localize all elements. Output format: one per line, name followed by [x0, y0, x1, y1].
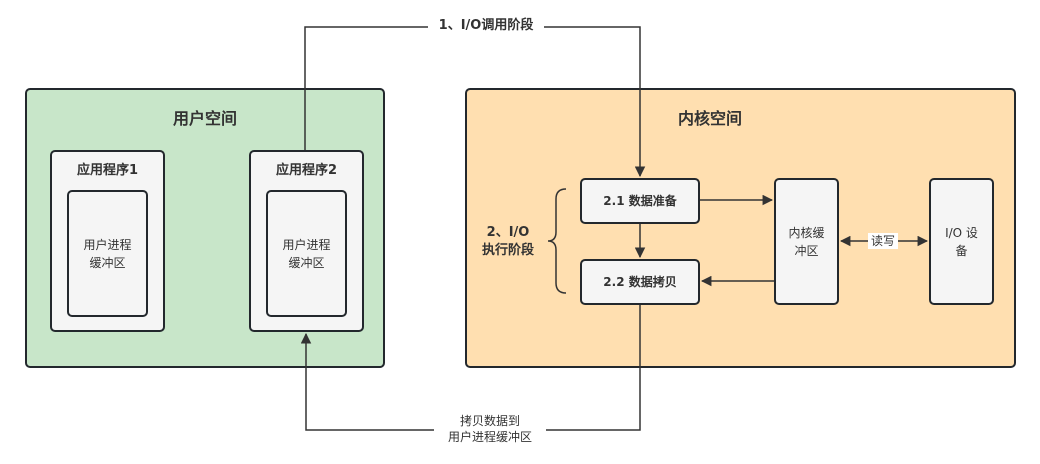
step-data-copy-label: 2.2 数据拷贝	[603, 275, 677, 289]
io-call-label: 1、I/O调用阶段	[428, 18, 544, 34]
step-data-prepare: 2.1 数据准备	[580, 178, 700, 224]
kernel-buffer-label: 内核缓 冲区	[788, 225, 825, 258]
step-data-copy: 2.2 数据拷贝	[580, 259, 700, 305]
app-2-buffer-label: 用户进程 缓冲区	[282, 237, 331, 270]
kernel-space-title: 内核空间	[677, 109, 742, 128]
io-device: I/O 设 备	[929, 178, 994, 305]
read-write-label: 读写	[868, 233, 898, 249]
copy-back-label: 拷贝数据到 用户进程缓冲区	[447, 414, 532, 444]
copy-back-arrow	[300, 305, 641, 431]
copy-back-label-mask	[434, 425, 546, 435]
exec-phase-brace	[547, 188, 567, 294]
io-device-label: I/O 设 备	[945, 225, 978, 258]
io-call-arrow	[304, 26, 646, 178]
step-data-prepare-label: 2.1 数据准备	[603, 194, 677, 208]
exec-phase-label: 2、I/O 执行阶段	[481, 225, 534, 258]
app-1-title: 应用程序1	[76, 163, 139, 178]
kernel-space-region	[465, 88, 1016, 368]
kernel-buffer: 内核缓 冲区	[774, 178, 839, 305]
app-2-user-buffer: 用户进程 缓冲区	[266, 190, 347, 317]
app-1-buffer-label: 用户进程 缓冲区	[83, 237, 132, 270]
app-1-user-buffer: 用户进程 缓冲区	[67, 190, 148, 317]
app-2-title: 应用程序2	[275, 163, 338, 178]
user-space-title: 用户空间	[172, 109, 237, 128]
